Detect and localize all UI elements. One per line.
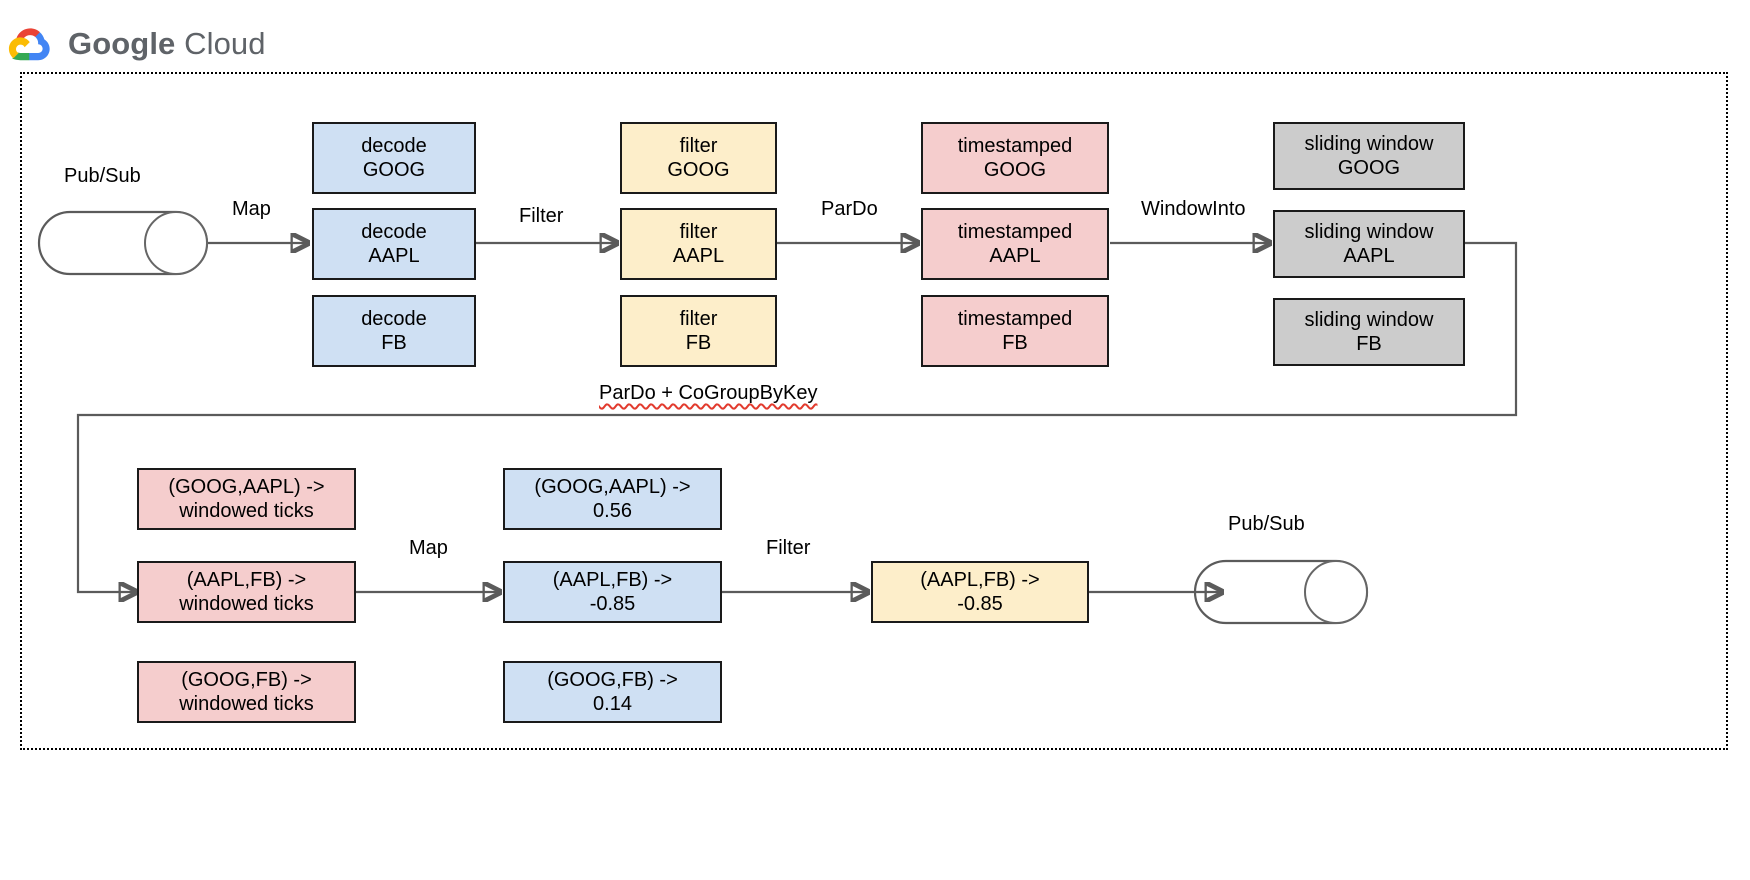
node-line2: FB	[1002, 332, 1028, 354]
node-sliding-window-fb[interactable]: sliding window FB	[1273, 298, 1465, 366]
google-cloud-brand: Google Cloud	[8, 24, 266, 64]
node-windowed-ticks-aapl-fb[interactable]: (AAPL,FB) -> windowed ticks	[137, 561, 356, 623]
node-line2: FB	[1356, 333, 1382, 355]
node-line2: -0.85	[589, 593, 636, 615]
node-decode-fb[interactable]: decode FB	[312, 295, 476, 367]
node-line1: filter	[679, 134, 718, 157]
node-decode-goog[interactable]: decode GOOG	[312, 122, 476, 194]
node-line2: AAPL	[1343, 245, 1395, 267]
node-line1: (GOOG,AAPL) ->	[534, 475, 691, 498]
node-line1: timestamped	[957, 220, 1073, 243]
node-sliding-window-goog[interactable]: sliding window GOOG	[1273, 122, 1465, 190]
node-line2: -0.85	[957, 593, 1003, 615]
node-line1: sliding window	[1304, 220, 1434, 243]
brand-wordmark: Google Cloud	[68, 26, 266, 62]
node-line2: 0.56	[593, 500, 632, 522]
edge-label-map-2: Map	[409, 537, 448, 559]
node-line2: FB	[685, 332, 712, 354]
node-line1: (GOOG,AAPL) ->	[168, 475, 325, 498]
node-line2: GOOG	[362, 159, 426, 181]
node-correlation-aapl-fb[interactable]: (AAPL,FB) -> -0.85	[503, 561, 722, 623]
node-filtered-correlation-aapl-fb[interactable]: (AAPL,FB) -> -0.85	[871, 561, 1089, 623]
node-line1: filter	[679, 307, 718, 330]
node-windowed-ticks-goog-fb[interactable]: (GOOG,FB) -> windowed ticks	[137, 661, 356, 723]
edge-label-map-1: Map	[232, 198, 271, 220]
node-line1: (GOOG,FB) ->	[547, 668, 678, 691]
node-line2: AAPL	[368, 245, 420, 267]
node-timestamped-aapl[interactable]: timestamped AAPL	[921, 208, 1109, 280]
node-line1: timestamped	[957, 134, 1073, 157]
node-filter-goog[interactable]: filter GOOG	[620, 122, 777, 194]
node-line2: GOOG	[1337, 157, 1401, 179]
node-correlation-goog-fb[interactable]: (GOOG,FB) -> 0.14	[503, 661, 722, 723]
node-windowed-ticks-goog-aapl[interactable]: (GOOG,AAPL) -> windowed ticks	[137, 468, 356, 530]
pubsub-sink-caption: Pub/Sub	[1228, 513, 1305, 535]
node-line2: windowed ticks	[179, 593, 314, 615]
node-line2: GOOG	[667, 159, 730, 181]
node-line1: sliding window	[1304, 308, 1434, 331]
node-line1: filter	[679, 220, 718, 243]
node-line1: (AAPL,FB) ->	[920, 568, 1040, 591]
node-line1: decode	[361, 134, 427, 157]
node-line1: (GOOG,FB) ->	[181, 668, 312, 691]
node-line1: (AAPL,FB) ->	[186, 568, 307, 591]
brand-cloud: Cloud	[184, 26, 266, 61]
node-sliding-window-aapl[interactable]: sliding window AAPL	[1273, 210, 1465, 278]
node-line1: sliding window	[1304, 132, 1434, 155]
node-timestamped-goog[interactable]: timestamped GOOG	[921, 122, 1109, 194]
node-line1: decode	[361, 220, 427, 243]
node-line1: timestamped	[957, 307, 1073, 330]
edge-label-pardo: ParDo	[821, 198, 878, 220]
node-filter-aapl[interactable]: filter AAPL	[620, 208, 777, 280]
node-line2: FB	[381, 332, 407, 354]
node-timestamped-fb[interactable]: timestamped FB	[921, 295, 1109, 367]
node-correlation-goog-aapl[interactable]: (GOOG,AAPL) -> 0.56	[503, 468, 722, 530]
edge-label-filter-1: Filter	[519, 205, 564, 227]
node-line2: GOOG	[983, 159, 1047, 181]
node-line2: windowed ticks	[179, 500, 314, 522]
node-decode-aapl[interactable]: decode AAPL	[312, 208, 476, 280]
node-filter-fb[interactable]: filter FB	[620, 295, 777, 367]
node-line2: AAPL	[989, 245, 1041, 267]
node-line1: (AAPL,FB) ->	[552, 568, 673, 591]
pubsub-sink-cylinder-shape	[1193, 559, 1369, 625]
edge-label-pardo-cogroupbykey: ParDo + CoGroupByKey	[599, 382, 818, 404]
node-line2: AAPL	[672, 245, 725, 267]
node-line2: 0.14	[593, 693, 632, 715]
google-cloud-logo-icon	[8, 28, 50, 61]
pubsub-source-caption: Pub/Sub	[64, 165, 141, 187]
brand-google: Google	[68, 26, 176, 61]
pubsub-source-cylinder-shape	[37, 210, 209, 276]
edge-label-filter-2: Filter	[766, 537, 811, 559]
node-line2: windowed ticks	[179, 693, 314, 715]
edge-label-windowinto: WindowInto	[1141, 198, 1246, 220]
node-line1: decode	[361, 307, 427, 330]
diagram-outer-frame	[20, 72, 1728, 750]
